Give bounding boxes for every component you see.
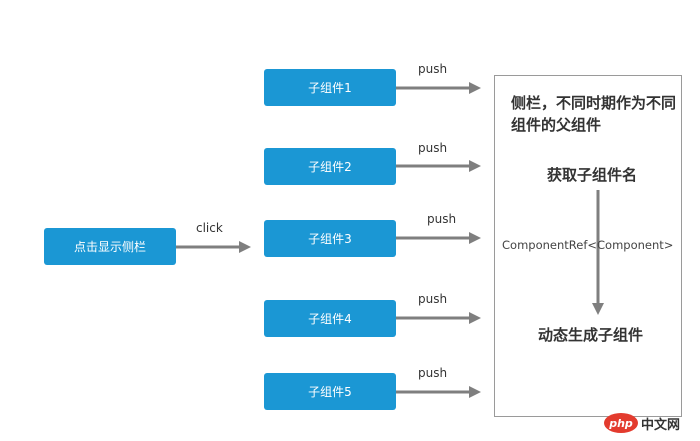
watermark-text: 中文网 — [641, 417, 681, 433]
push-label-3: push — [427, 212, 457, 226]
child-component-3-node: 子组件3 — [264, 220, 396, 257]
push-label-4: push — [418, 292, 448, 306]
php-logo-icon: php — [604, 413, 638, 433]
click-label: click — [196, 221, 223, 235]
sidebar-title: 侧栏，不同时期作为不同组件的父组件 — [511, 94, 677, 134]
show-sidebar-node: 点击显示侧栏 — [44, 228, 176, 265]
component-ref-label: ComponentRef<Component> — [502, 238, 674, 252]
push-label-5: push — [418, 366, 448, 380]
push-label-1: push — [418, 62, 448, 76]
push-label-2: push — [418, 141, 448, 155]
get-child-name-step: 获取子组件名 — [547, 166, 638, 184]
child-component-1-node: 子组件1 — [264, 69, 396, 106]
sidebar-panel — [494, 75, 682, 417]
child-component-5-node: 子组件5 — [264, 373, 396, 410]
watermark: php 中文网 — [604, 412, 680, 434]
child-component-4-node: 子组件4 — [264, 300, 396, 337]
child-component-2-node: 子组件2 — [264, 148, 396, 185]
create-child-step: 动态生成子组件 — [538, 326, 644, 344]
